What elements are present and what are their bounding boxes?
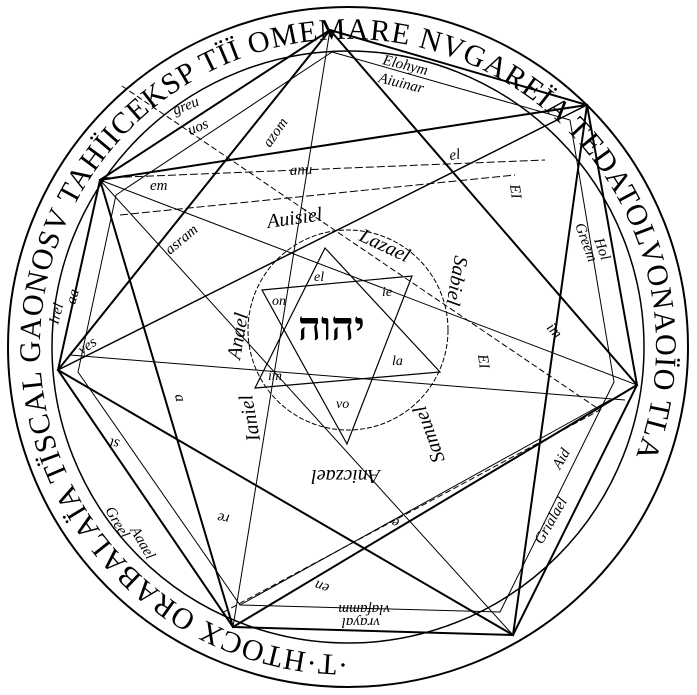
svg-text:ie: ie [382, 285, 392, 300]
svg-text:aa: aa [63, 287, 82, 306]
svg-text:EI: EI [474, 352, 492, 370]
svg-text:Sabiel: Sabiel [441, 254, 471, 307]
svg-text:a: a [171, 393, 188, 403]
svg-text:azom: azom [260, 115, 291, 150]
svg-text:re: re [216, 509, 231, 527]
heptagram [56, 29, 639, 637]
heptagon [56, 28, 639, 637]
svg-text:anu: anu [289, 162, 312, 179]
svg-text:el: el [448, 147, 461, 164]
svg-text:Samuel: Samuel [409, 403, 450, 466]
svg-text:la: la [392, 354, 403, 369]
svg-text:vo: vo [336, 397, 349, 412]
inner-hexagram-circle [247, 229, 449, 446]
svg-text:on: on [272, 294, 286, 309]
svg-text:Aniczael: Aniczael [311, 465, 382, 487]
svg-text:EI: EI [506, 182, 524, 200]
svg-text:st: st [107, 434, 120, 452]
svg-text:Ianiel: Ianiel [235, 393, 265, 444]
svg-text:asram: asram [162, 222, 201, 258]
svg-text:Hol: Hol [590, 235, 613, 263]
tetragrammaton-glyph: יהוה [298, 303, 365, 350]
svg-text:Anael: Anael [223, 311, 253, 363]
svg-text:vrayal: vrayal [342, 614, 380, 630]
svg-text:Grialael: Grialael [532, 495, 571, 547]
svg-text:uos: uos [186, 116, 211, 139]
svg-text:Aid: Aid [549, 446, 574, 473]
svg-text:el: el [314, 270, 324, 285]
band-words: em anu el asram azom EI im EI yes a st e… [73, 115, 565, 596]
svg-text:im: im [268, 369, 282, 384]
svg-text:im: im [543, 320, 565, 342]
svg-text:Lazael: Lazael [355, 224, 414, 267]
svg-text:Irel: Irel [46, 302, 67, 327]
svg-text:en: en [313, 576, 332, 596]
svg-text:em: em [150, 178, 168, 194]
svg-text:vlafamm: vlafamm [338, 601, 390, 617]
hexagram-labels: el ie la vo im on [268, 270, 403, 412]
svg-text:Auisiel: Auisiel [264, 203, 324, 233]
